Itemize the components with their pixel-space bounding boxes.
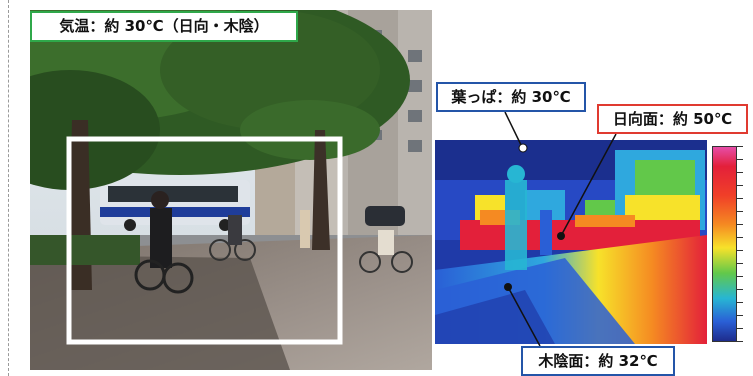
sunny-surface-label: 日向面：約 50℃ xyxy=(597,104,748,134)
dashed-margin-line xyxy=(8,0,9,376)
thermal-image xyxy=(435,140,707,344)
street-photo xyxy=(30,10,432,370)
color-scale-ticks xyxy=(737,146,745,342)
shade-surface-label: 木陰面：約 32℃ xyxy=(521,346,675,376)
leaves-temperature-label: 葉っぱ：約 30℃ xyxy=(436,82,586,112)
air-temperature-label: 気温：約 30℃（日向・木陰） xyxy=(30,11,298,42)
temperature-color-scale xyxy=(712,146,737,342)
